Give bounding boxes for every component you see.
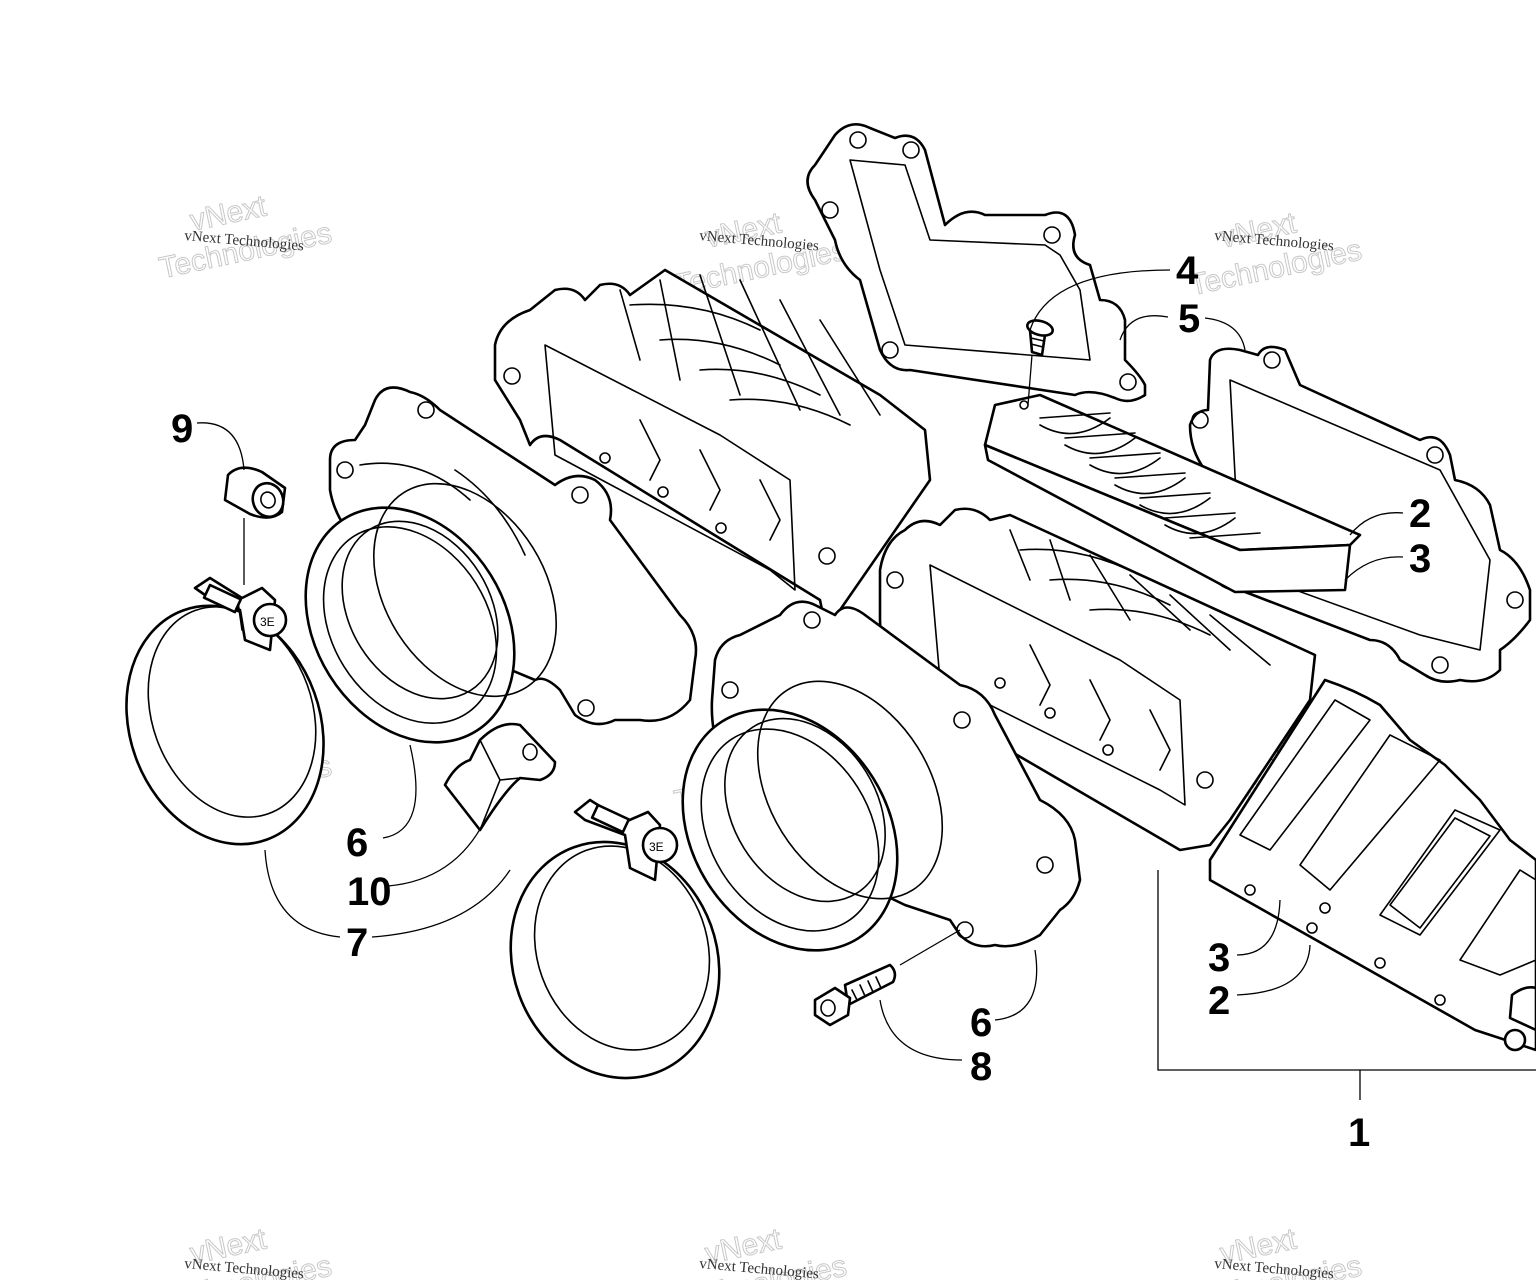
mounting-bracket — [443, 722, 557, 832]
callout-3: 3 — [1208, 936, 1230, 980]
leader-9 — [196, 422, 245, 471]
callout-1: 1 — [1348, 1111, 1370, 1155]
gasket-lower — [1208, 678, 1536, 1052]
leader-5 — [1119, 315, 1246, 351]
leader-6a — [382, 744, 417, 839]
leader-8 — [879, 999, 963, 1061]
intake-boot-right — [681, 600, 1082, 952]
reed-cage-upper-left — [493, 268, 932, 627]
leader-7a — [264, 849, 341, 938]
reed-screw — [1026, 319, 1054, 357]
callout-10: 10 — [347, 870, 392, 914]
callout-4: 4 — [1176, 249, 1199, 293]
spacer-sleeve — [223, 466, 287, 519]
small-bolt — [1503, 986, 1536, 1052]
leader-1 — [1157, 870, 1536, 1100]
leader-6b — [994, 949, 1038, 1021]
callout-8: 8 — [970, 1045, 992, 1089]
callout-2: 2 — [1208, 979, 1230, 1023]
reed-valve-upper — [983, 393, 1362, 594]
leader-3a — [1344, 556, 1404, 581]
flange-bolt — [813, 963, 897, 1027]
callout-7: 7 — [346, 921, 368, 965]
leader-10 — [387, 819, 486, 887]
callout-9: 9 — [171, 407, 193, 451]
reed-cage-lower-right — [878, 507, 1317, 852]
leader-2a — [1349, 512, 1404, 536]
leader-4 — [1027, 269, 1171, 406]
bolt-head-marking: 3E — [649, 840, 664, 854]
callout-5: 5 — [1178, 297, 1200, 341]
gasket-upper — [806, 123, 1147, 403]
callout-3: 3 — [1409, 537, 1431, 581]
bolt-head-marking: 3E — [260, 615, 275, 629]
leader-lines — [196, 269, 1536, 1100]
callout-6: 6 — [970, 1001, 992, 1045]
intake-boot-left — [304, 386, 698, 744]
hose-clamp-right: 3E — [509, 798, 721, 1080]
watermark: vNext Technologies — [156, 189, 335, 286]
callout-6: 6 — [346, 821, 368, 865]
hose-clamp-left: 3E — [125, 576, 325, 846]
leader-2b — [1236, 944, 1311, 996]
callout-numbers: 9 6 10 7 6 8 4 5 2 3 3 2 1 — [171, 249, 1431, 1155]
leader-3b — [1236, 899, 1281, 956]
leader-8b — [899, 929, 961, 966]
callout-2: 2 — [1409, 492, 1431, 536]
leader-7b — [371, 869, 511, 938]
